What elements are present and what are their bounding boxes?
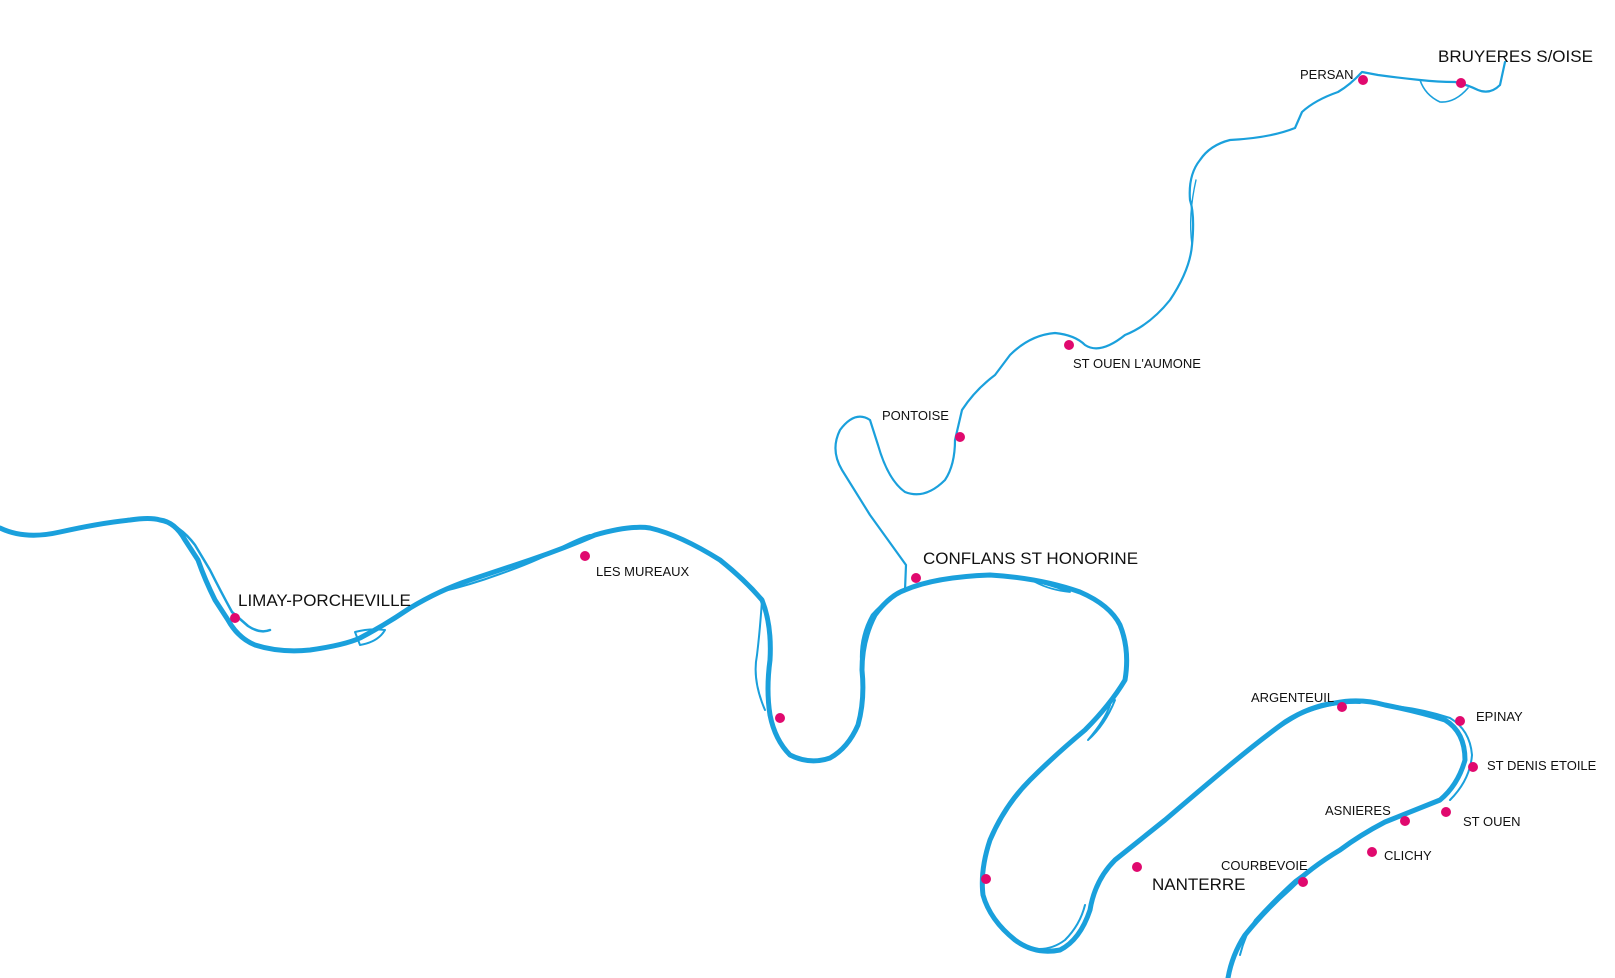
seine-arm-clichy [1239,849,1341,956]
seine-arm-sartrouville [1087,699,1116,741]
label-stouen: ST OUEN [1463,814,1521,829]
marker-poissy[interactable] [775,713,785,723]
seine-arm-limay-2 [230,610,272,633]
marker-asnieres[interactable] [1400,816,1410,826]
label-pontoise: PONTOISE [882,408,949,423]
oise-river-main [834,60,1507,592]
oise-river-arm [1419,79,1469,103]
seine-river [0,516,1473,978]
label-clichy: CLICHY [1384,848,1432,863]
seine-arm-nanterre [982,894,1086,950]
label-limay: LIMAY-PORCHEVILLE [238,591,411,610]
labels: BRUYERES S/OISE PERSAN ST OUEN L'AUMONE … [238,47,1597,894]
marker-pontoise[interactable] [955,432,965,442]
label-asnieres: ASNIERES [1325,803,1391,818]
oise-river [834,60,1507,592]
seine-arm-limay [158,518,234,614]
marker-mureaux[interactable] [580,551,590,561]
marker-stouen[interactable] [1441,807,1451,817]
seine-arm-argenteuil [1229,701,1361,766]
label-stouenaum: ST OUEN L'AUMONE [1073,356,1201,371]
marker-epinay[interactable] [1455,716,1465,726]
label-persan: PERSAN [1300,67,1353,82]
seine-river-main [0,516,1468,978]
seine-arm-mureaux [439,534,591,593]
marker-bruyeres[interactable] [1456,78,1466,88]
oise-river-arm-2 [1189,179,1197,246]
marker-stouenaum[interactable] [1064,340,1074,350]
marker-persan[interactable] [1358,75,1368,85]
marker-stdenis[interactable] [1468,762,1478,772]
label-argenteuil: ARGENTEUIL [1251,690,1334,705]
seine-arm-epinay [1384,704,1473,801]
marker-courbevoie[interactable] [1298,877,1308,887]
seine-arm-conflans [859,588,907,672]
marker-nanterre[interactable] [1132,862,1142,872]
marker-argenteuil[interactable] [1337,702,1347,712]
seine-arm-conflans-2 [1029,579,1071,593]
seine-arm-poissy [754,599,766,711]
label-nanterre: NANTERRE [1152,875,1246,894]
label-conflans: CONFLANS ST HONORINE [923,549,1138,568]
label-bruyeres: BRUYERES S/OISE [1438,47,1593,66]
markers [230,75,1478,887]
label-courbevoie: COURBEVOIE [1221,858,1308,873]
marker-conflans[interactable] [911,573,921,583]
label-stdenis: ST DENIS ETOILE [1487,758,1597,773]
label-epinay: EPINAY [1476,709,1523,724]
marker-limay[interactable] [230,613,240,623]
marker-clichy[interactable] [1367,847,1377,857]
label-mureaux: LES MUREAUX [596,564,690,579]
marker-sartrouville[interactable] [981,874,991,884]
seine-arm-mureaux-island [354,628,386,646]
